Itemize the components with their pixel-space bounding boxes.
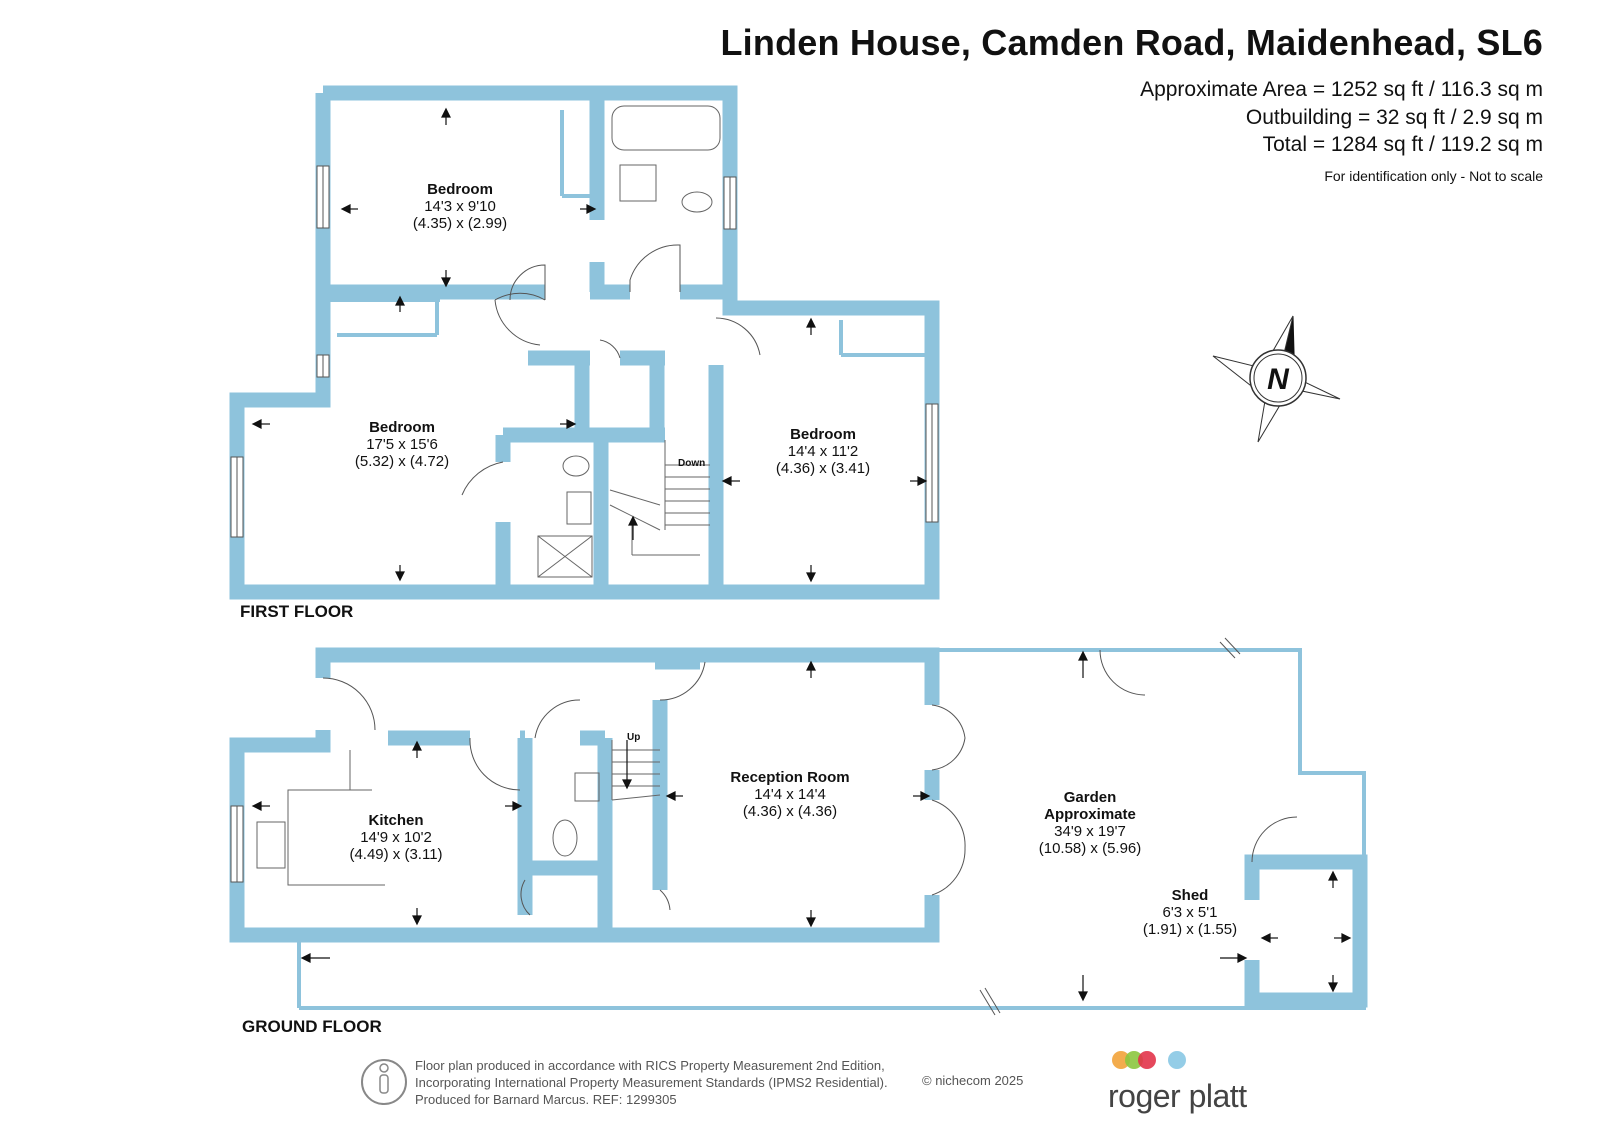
first-floor-windows bbox=[230, 165, 939, 538]
copyright: © nichecom 2025 bbox=[922, 1073, 1024, 1088]
room-metric: (1.91) x (1.55) bbox=[1142, 921, 1238, 938]
room-metric: (5.32) x (4.72) bbox=[354, 453, 450, 470]
room-name: Bedroom bbox=[369, 419, 435, 436]
room-bedroom-3: Bedroom 14'4 x 11'2 (4.36) x (3.41) bbox=[776, 426, 870, 477]
outbuilding-area: Outbuilding = 32 sq ft / 2.9 sq m bbox=[1245, 106, 1543, 129]
room-name-2: Approximate bbox=[1044, 806, 1136, 823]
footer-line-3: Produced for Barnard Marcus. REF: 129930… bbox=[415, 1092, 677, 1107]
room-imperial: 14'4 x 11'2 bbox=[787, 443, 859, 460]
room-imperial: 14'9 x 10'2 bbox=[360, 829, 432, 846]
disclaimer: For identification only - Not to scale bbox=[1324, 168, 1543, 184]
brand-name: roger platt bbox=[1108, 1078, 1247, 1114]
stairs-up-label: Up bbox=[627, 732, 641, 743]
room-metric: (4.36) x (3.41) bbox=[775, 460, 871, 477]
ground-floor-label: GROUND FLOOR bbox=[242, 1017, 382, 1036]
footer-line-2: Incorporating International Property Mea… bbox=[415, 1075, 888, 1090]
footer-line-1: Floor plan produced in accordance with R… bbox=[415, 1058, 885, 1073]
first-floor-interior-lines bbox=[323, 110, 925, 357]
compass-letter: N bbox=[1267, 363, 1290, 396]
property-title: Linden House, Camden Road, Maidenhead, S… bbox=[720, 22, 1543, 63]
brand-logo-dots bbox=[1112, 1051, 1186, 1069]
first-floor-fixtures bbox=[537, 105, 721, 578]
room-metric: (4.49) x (3.11) bbox=[349, 846, 443, 863]
total-area: Total = 1284 sq ft / 119.2 sq m bbox=[1262, 133, 1543, 156]
room-metric: (10.58) x (5.96) bbox=[1038, 840, 1142, 857]
room-imperial: 17'5 x 15'6 bbox=[366, 436, 438, 453]
room-bedroom-1: Bedroom 14'3 x 9'10 (4.35) x (2.99) bbox=[413, 181, 507, 232]
room-imperial: 34'9 x 19'7 bbox=[1054, 823, 1126, 840]
room-name: Kitchen bbox=[368, 812, 424, 829]
room-shed: Shed 6'3 x 5'1 (1.91) x (1.55) bbox=[1143, 887, 1237, 938]
room-name: Garden bbox=[1063, 789, 1117, 806]
room-imperial: 6'3 x 5'1 bbox=[1162, 904, 1218, 921]
room-imperial: 14'3 x 9'10 bbox=[424, 198, 496, 215]
ipms-badge-icon bbox=[361, 1059, 407, 1105]
ground-floor-windows bbox=[230, 805, 244, 883]
room-bedroom-2: Bedroom 17'5 x 15'6 (5.32) x (4.72) bbox=[355, 419, 449, 470]
room-name: Bedroom bbox=[790, 426, 856, 443]
room-name: Bedroom bbox=[427, 181, 493, 198]
garden-outline-2 bbox=[1248, 1000, 1366, 1010]
compass-icon: N bbox=[1212, 315, 1341, 443]
garden-outline bbox=[297, 648, 1366, 1010]
shed-walls bbox=[1244, 854, 1368, 1008]
room-metric: (4.35) x (2.99) bbox=[412, 215, 508, 232]
footer-notes: Floor plan produced in accordance with R… bbox=[415, 1057, 888, 1108]
approximate-area: Approximate Area = 1252 sq ft / 116.3 sq… bbox=[1140, 78, 1543, 101]
room-reception: Reception Room 14'4 x 14'4 (4.36) x (4.3… bbox=[730, 769, 849, 820]
measurement-arrows bbox=[251, 107, 1352, 1002]
room-imperial: 14'4 x 14'4 bbox=[754, 786, 826, 803]
room-kitchen: Kitchen 14'9 x 10'2 (4.49) x (3.11) bbox=[349, 812, 442, 863]
area-garden: Garden Approximate 34'9 x 19'7 (10.58) x… bbox=[1039, 789, 1142, 857]
first-floor-label: FIRST FLOOR bbox=[240, 602, 354, 621]
stairs-down-label: Down bbox=[678, 458, 706, 469]
ground-floor-fixtures bbox=[256, 740, 661, 886]
first-floor-doors bbox=[461, 244, 761, 496]
ground-floor-doors bbox=[322, 637, 1298, 1016]
room-name: Shed bbox=[1171, 887, 1209, 904]
first-floor-walls bbox=[229, 85, 940, 600]
room-metric: (4.36) x (4.36) bbox=[742, 803, 838, 820]
room-name: Reception Room bbox=[730, 769, 850, 786]
